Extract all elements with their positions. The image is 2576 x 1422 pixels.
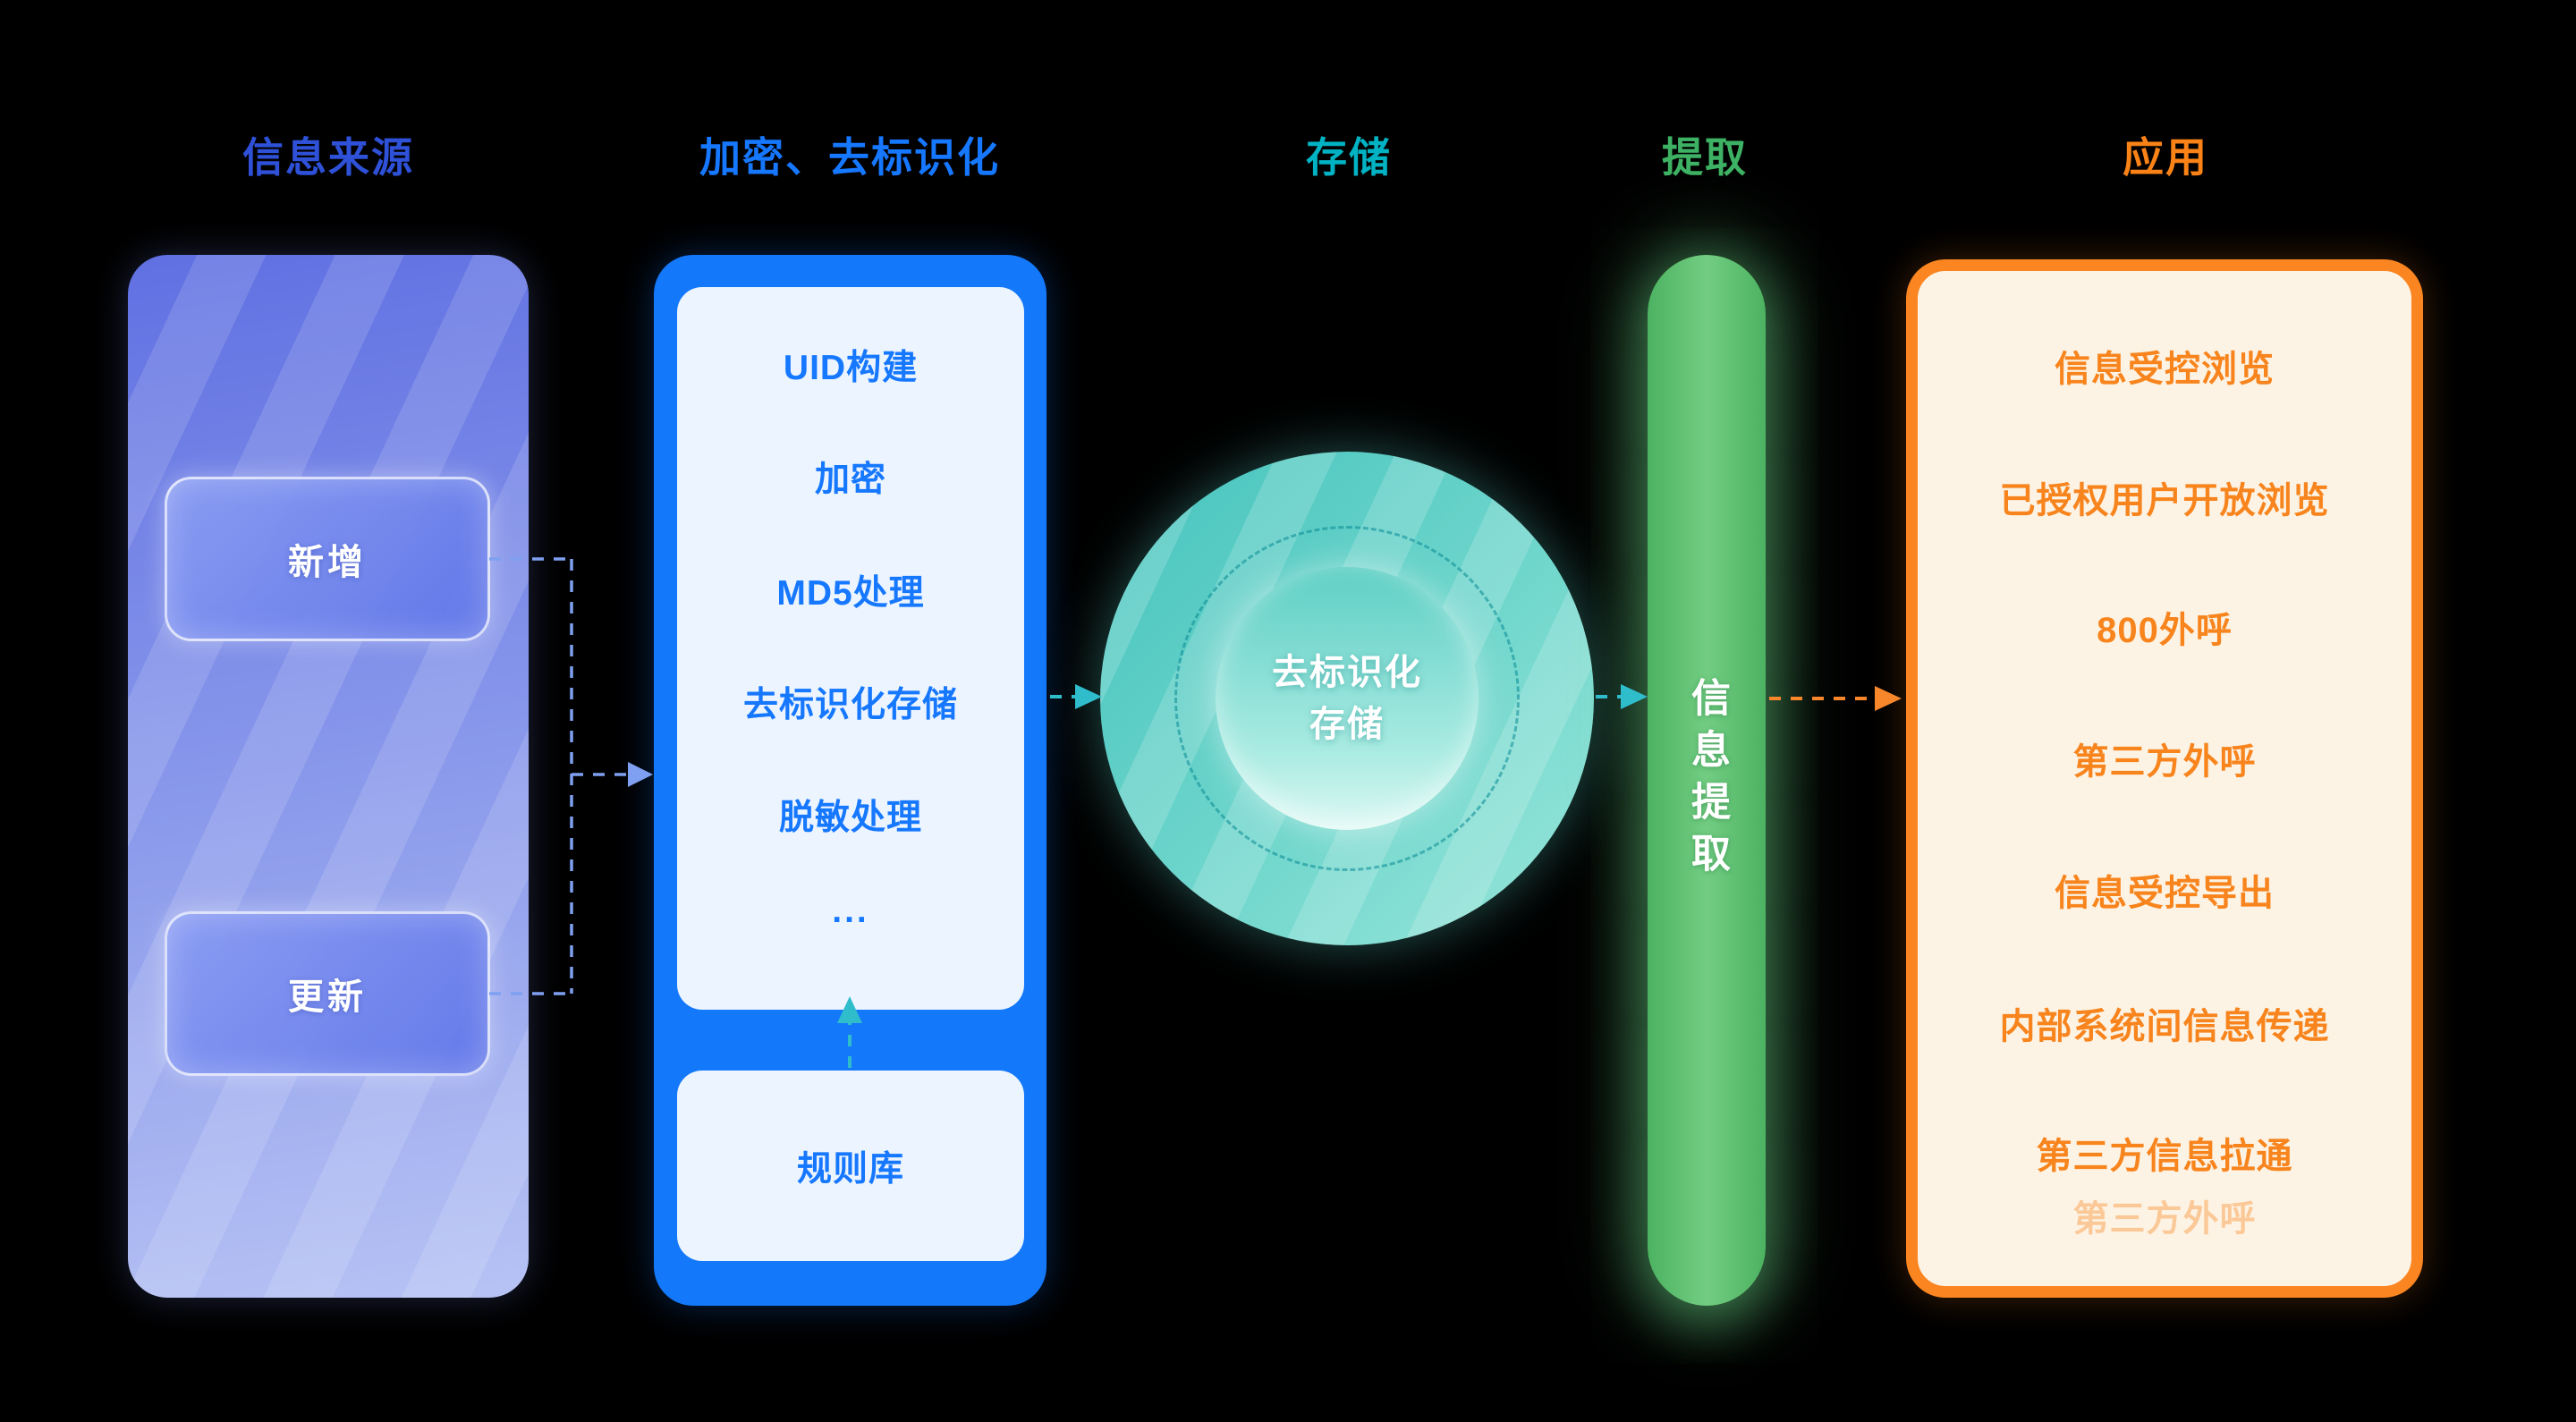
header-source: 信息来源 <box>242 134 414 181</box>
storage-label-line2: 存储 <box>1309 705 1385 744</box>
application-item-controlled-browse: 信息受控浏览 <box>2055 350 2275 389</box>
encryption-step-deid: 去标识化存储 <box>742 686 958 724</box>
application-item-thirdparty-sync: 第三方信息拉通 <box>2036 1137 2293 1176</box>
rule-library-panel: 规则库 <box>677 1071 1024 1261</box>
application-item-internal-transfer: 内部系统间信息传递 <box>1999 1007 2330 1046</box>
application-panel: 信息受控浏览 已授权用户开放浏览 800外呼 第三方外呼 信息受控导出 内部系统… <box>1906 259 2423 1298</box>
header-application: 应用 <box>2123 134 2208 181</box>
storage-dashed-ring <box>1174 526 1520 871</box>
add-node-label: 新增 <box>288 543 367 582</box>
application-item-controlled-export: 信息受控导出 <box>2055 874 2275 913</box>
storage-label-line1: 去标识化 <box>1272 653 1422 692</box>
encryption-step-ellipsis: ... <box>832 892 869 930</box>
rule-library-label: 规则库 <box>796 1149 904 1189</box>
encryption-panel: UID构建 加密 MD5处理 去标识化存储 脱敏处理 ... 规则库 <box>654 255 1046 1306</box>
encryption-steps-panel: UID构建 加密 MD5处理 去标识化存储 脱敏处理 ... <box>677 287 1024 1010</box>
arrowhead-to-application <box>1875 686 1902 711</box>
header-encryption: 加密、去标识化 <box>699 134 1000 181</box>
encryption-step-md5: MD5处理 <box>776 574 925 613</box>
application-item-thirdparty-call: 第三方外呼 <box>2072 742 2257 782</box>
application-item-thirdparty-call-faded: 第三方外呼 <box>2072 1199 2257 1239</box>
application-item-authorized-browse: 已授权用户开放浏览 <box>1999 481 2330 521</box>
storage-inner-circle: 去标识化 存储 <box>1216 567 1479 830</box>
arrowhead-to-extraction <box>1621 684 1648 709</box>
encryption-step-encrypt: 加密 <box>814 461 886 499</box>
extraction-bar-label: 信息提取 <box>1685 676 1729 885</box>
application-item-800-call: 800外呼 <box>2097 611 2233 650</box>
encryption-step-uid: UID构建 <box>783 349 919 387</box>
encryption-step-mask: 脱敏处理 <box>778 799 922 837</box>
update-node: 更新 <box>165 911 490 1076</box>
update-node-label: 更新 <box>288 978 367 1017</box>
arrowhead-to-encryption <box>628 762 653 787</box>
extraction-bar: 信息提取 <box>1648 255 1766 1306</box>
source-panel: 新增 更新 <box>128 255 529 1298</box>
add-node: 新增 <box>165 477 490 641</box>
header-extraction: 提取 <box>1662 134 1748 181</box>
header-storage: 存储 <box>1306 134 1392 181</box>
storage-circle: 去标识化 存储 <box>1100 452 1594 945</box>
arrowhead-to-storage <box>1075 684 1102 709</box>
